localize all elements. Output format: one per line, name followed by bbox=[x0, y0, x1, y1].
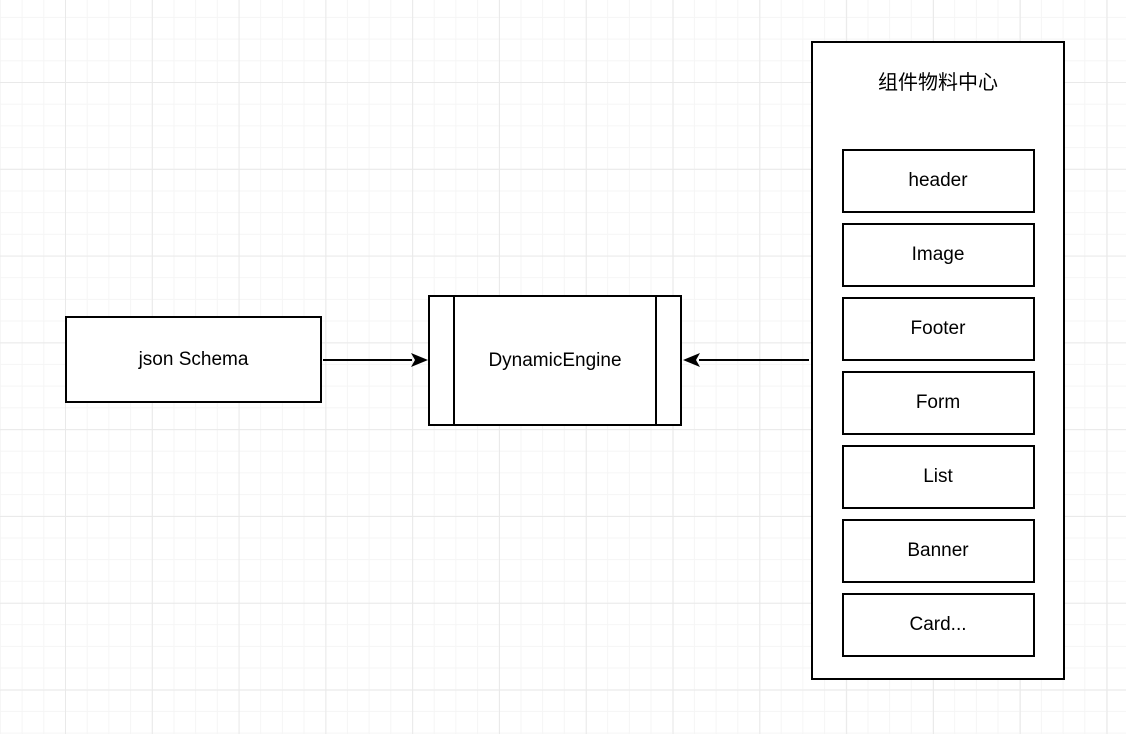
node-json-schema: json Schema bbox=[65, 316, 322, 403]
component-label: Footer bbox=[910, 318, 966, 339]
component-box-list: List bbox=[841, 445, 1035, 509]
component-box-banner: Banner bbox=[841, 519, 1035, 583]
component-label: Card... bbox=[909, 614, 967, 635]
component-box-card: Card... bbox=[841, 593, 1035, 657]
component-list: header Image Footer Form List Banner Car… bbox=[841, 149, 1035, 657]
component-label: Form bbox=[915, 392, 961, 413]
process-right-bar bbox=[655, 297, 657, 424]
material-center-title: 组件物料中心 bbox=[878, 72, 998, 94]
node-material-center: 组件物料中心 header Image Footer Form List Ban… bbox=[811, 41, 1065, 680]
component-box-footer: Footer bbox=[841, 297, 1035, 361]
arrowhead-right-icon bbox=[411, 353, 428, 367]
arrowhead-left-icon bbox=[683, 353, 700, 367]
node-dynamic-engine: DynamicEngine bbox=[428, 295, 682, 426]
component-label: Image bbox=[911, 244, 965, 265]
component-box-form: Form bbox=[841, 371, 1035, 435]
arrow-material-center-to-dynamic-engine bbox=[683, 353, 809, 367]
component-label: Banner bbox=[907, 540, 969, 561]
arrow-json-schema-to-dynamic-engine bbox=[323, 353, 428, 367]
component-box-image: Image bbox=[841, 223, 1035, 287]
node-json-schema-label: json Schema bbox=[138, 348, 249, 370]
component-box-header: header bbox=[841, 149, 1035, 213]
component-label: List bbox=[923, 466, 953, 487]
component-label: header bbox=[908, 170, 968, 191]
node-dynamic-engine-label: DynamicEngine bbox=[488, 349, 622, 371]
process-left-bar bbox=[453, 297, 455, 424]
